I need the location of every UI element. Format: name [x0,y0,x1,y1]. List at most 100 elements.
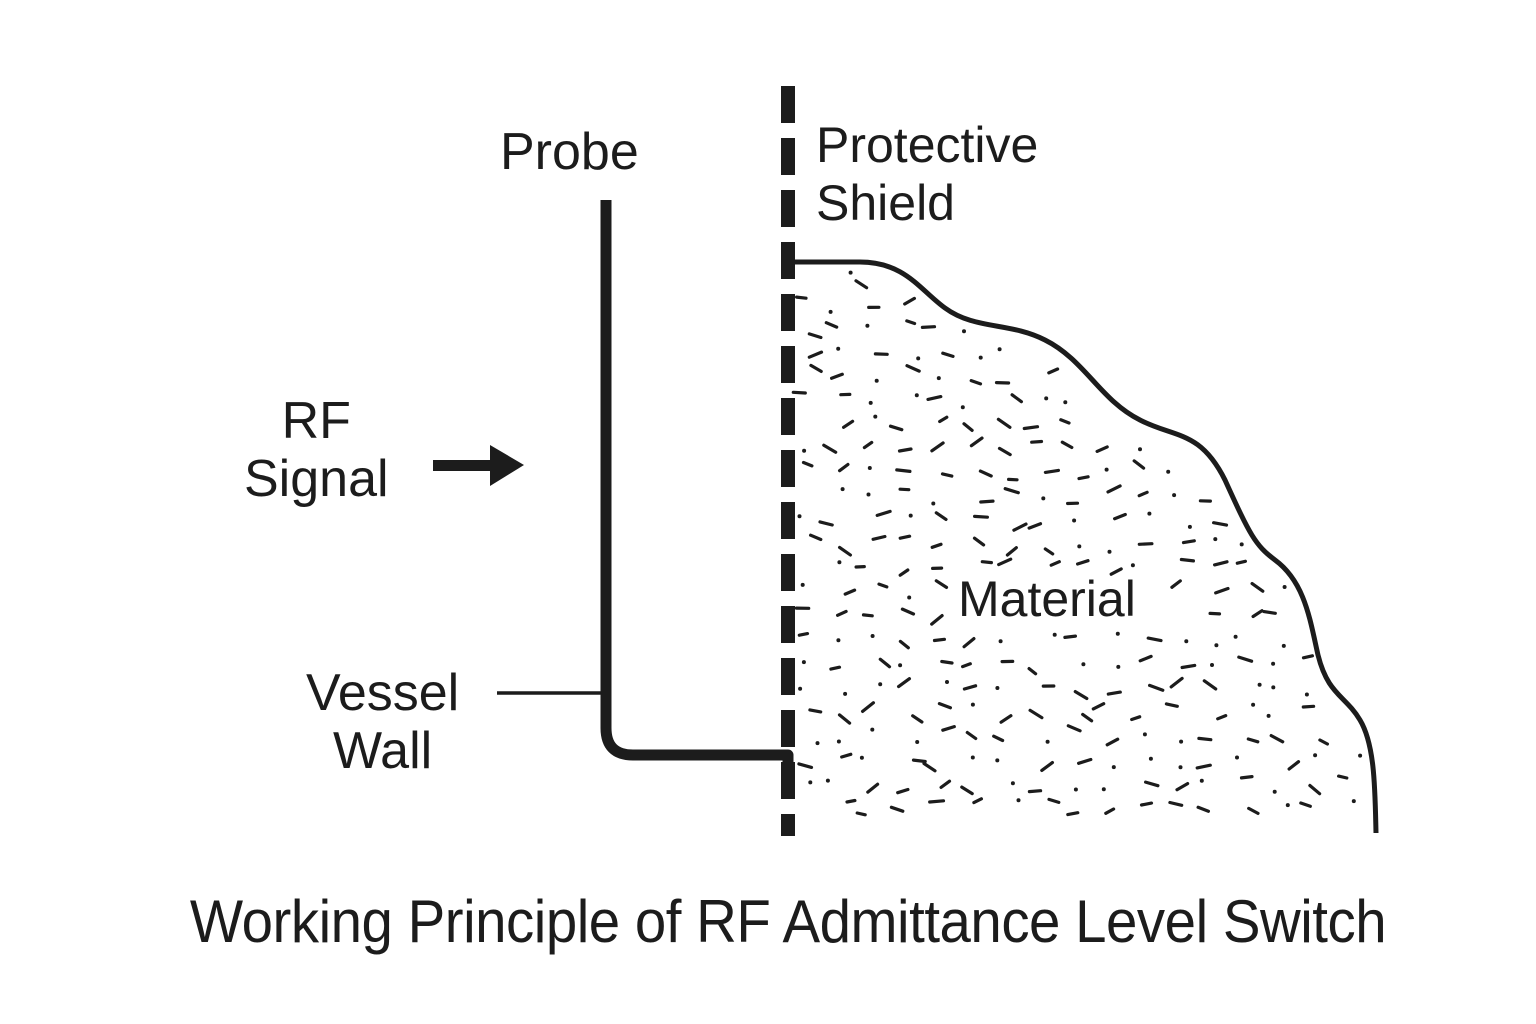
stipple-mark [1072,518,1077,523]
stipple-mark [972,536,986,547]
stipple-mark [1138,447,1142,452]
stipple-mark [1169,676,1184,689]
stipple-mark [1105,737,1120,747]
stipple-mark [898,534,912,540]
stipple-mark [1059,418,1071,425]
stipple-mark [1187,524,1192,529]
shield-dash [781,86,795,123]
stipple-mark [960,662,972,669]
stipple-mark [1196,805,1211,813]
stipple-mark [1138,654,1153,663]
stipple-mark [837,545,853,557]
stipple-mark [1166,469,1171,474]
stipple-mark [1047,797,1061,805]
stipple-mark [1115,631,1120,636]
stipple-mark [859,755,864,760]
stipple-mark [900,607,916,616]
stipple-mark [922,761,937,773]
stipple-mark [1146,636,1163,643]
stipple-mark [836,739,841,744]
stipple-mark [1247,806,1260,816]
stipple-mark [807,332,823,340]
stipple-mark [1214,586,1230,595]
stipple-mark [1180,663,1197,670]
shield-dash [781,138,795,175]
stipple-mark [1195,763,1212,770]
stipple-mark [1130,563,1135,568]
stipple-mark [848,270,853,275]
stipple-mark [1073,787,1078,792]
stipple-mark [1003,487,1020,495]
stipple-mark [1041,496,1046,501]
stipple-mark [1214,643,1219,648]
stipple-mark [962,636,976,649]
stipple-mark [1216,713,1228,721]
probe-rod [600,200,794,790]
stipple-mark [995,686,1000,690]
stipple-mark [1045,739,1050,744]
stipple-mark [798,686,803,691]
stipple-mark [1164,702,1179,708]
stipple-mark [962,422,974,432]
stipple-mark [898,639,910,650]
vessel-wall-label: Vessel Wall [306,664,459,780]
stipple-mark [969,379,983,386]
shield-dash [781,450,795,487]
diagram-title: Working Principle of RF Admittance Level… [189,888,1387,955]
stipple-mark [1181,539,1196,545]
stipple-mark [1116,664,1121,669]
stipple-mark [1178,765,1183,770]
stipple-mark [1304,692,1309,697]
stipple-mark [969,436,984,448]
stipple-mark [1235,559,1248,565]
stipple-mark [866,782,880,794]
stipple-mark [889,805,905,813]
stipple-mark [915,740,920,744]
stipple-mark [1077,475,1090,481]
stipple-mark [898,663,903,668]
stipple-mark [1095,445,1109,453]
protective-shield-label-line1: Protective [816,117,1039,173]
stipple-mark [873,414,878,419]
stipple-mark [1251,702,1256,707]
stipple-mark [1272,789,1277,794]
shield-dash [781,814,795,836]
stipple-mark [932,637,947,643]
stipple-mark [862,440,874,450]
stipple-mark [930,542,943,549]
stipple-mark [1012,522,1028,532]
stipple-mark [978,355,983,360]
stipple-mark [828,309,833,314]
stipple-mark [980,560,994,565]
stipple-mark [1351,799,1356,804]
stipple-mark [1005,546,1018,557]
stipple-mark [1109,567,1123,576]
stipple-mark [970,702,975,707]
stipple-mark [914,393,919,398]
stipple-mark [970,755,975,760]
stipple-mark [1211,521,1229,527]
stipple-mark [997,347,1002,352]
stipple-mark [940,472,954,478]
stipple-mark [1170,579,1182,589]
stipple-mark [1010,393,1024,404]
stipple-mark [905,364,921,373]
stipple-mark [905,319,917,326]
stipple-mark [1147,683,1165,692]
stipple-mark [870,727,875,732]
stipple-mark [960,405,965,410]
stipple-mark [1076,757,1093,765]
stipple-mark [937,701,953,710]
stipple-mark [1239,542,1244,547]
stipple-mark [1143,780,1160,788]
stipple-mark [1299,801,1312,808]
stipple-mark [907,595,912,600]
stipple-mark [1172,493,1177,498]
stipple-mark [1281,643,1286,648]
shield-dash [781,554,795,591]
stipple-mark [1043,468,1061,474]
stipple-mark [1137,542,1154,546]
stipple-mark [998,639,1003,644]
stipple-mark [808,708,823,714]
stipple-mark [868,400,873,405]
